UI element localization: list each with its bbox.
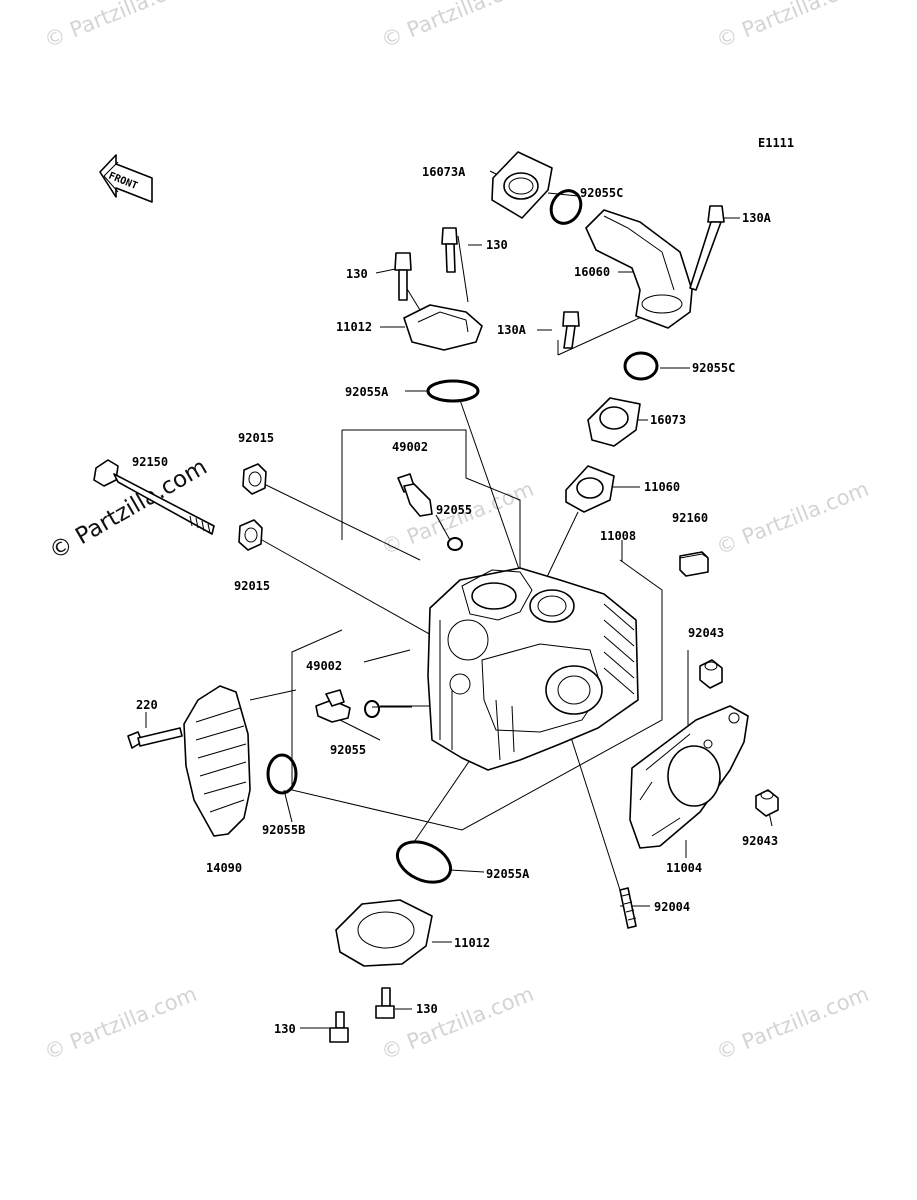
part-label: 220	[136, 698, 158, 712]
part-label: 92055B	[262, 823, 305, 837]
o-ring-92055B	[266, 753, 298, 795]
part-label: 92055A	[345, 385, 389, 399]
cap-11012-top	[403, 304, 483, 351]
part-label: 92043	[742, 834, 778, 848]
part-label: 92015	[234, 579, 270, 593]
stud-92004	[619, 887, 637, 929]
watermark-text: © Partzilla.com	[378, 477, 537, 560]
o-ring-92055A-bottom	[396, 840, 452, 884]
part-label: 11004	[666, 861, 702, 875]
part-label: 92160	[672, 511, 708, 525]
sensor-49002-top	[397, 473, 433, 517]
part-label: 11012	[336, 320, 372, 334]
part-label: 92150	[132, 455, 168, 469]
part-label: 130	[416, 1002, 438, 1016]
part-label: 11060	[644, 480, 680, 494]
stud-92150	[93, 459, 215, 535]
cap-11012-bottom	[335, 899, 433, 967]
nut-92015-top	[242, 463, 267, 495]
bolt-130-bottom-left	[329, 1011, 349, 1043]
sensor-49002-bottom	[315, 689, 351, 723]
o-ring-92055A-top	[426, 379, 480, 403]
dowel-92043-top	[699, 659, 723, 689]
gasket-11004	[629, 705, 749, 849]
cylinder-head-11008	[427, 567, 639, 771]
watermark-text: © Partzilla.com	[378, 982, 537, 1065]
part-label: 16073A	[422, 165, 466, 179]
part-label: 11008	[600, 529, 636, 543]
part-label: 49002	[306, 659, 342, 673]
watermark-text: © Partzilla.com	[713, 477, 872, 560]
leader-lines	[145, 170, 773, 1029]
flange-16073A	[491, 151, 553, 219]
part-label: 11012	[454, 936, 490, 950]
watermark-text: © Partzilla.com	[41, 0, 200, 53]
bolt-130A-top	[689, 205, 725, 291]
assembly-frame-right	[291, 559, 663, 831]
o-ring-92055C-top	[549, 189, 583, 225]
part-label: 16073	[650, 413, 686, 427]
gasket-11060	[565, 465, 615, 513]
part-label: 92055C	[692, 361, 735, 375]
o-ring-92055C-mid	[623, 351, 659, 381]
part-label: 130A	[742, 211, 772, 225]
watermark-text: © Partzilla.com	[378, 0, 537, 53]
o-ring-92055-top	[447, 537, 463, 551]
bolt-130A-mid	[562, 311, 580, 349]
nut-92015-bottom	[238, 519, 263, 551]
part-label: 14090	[206, 861, 242, 875]
part-label: 16060	[574, 265, 610, 279]
part-label: 92055A	[486, 867, 530, 881]
diagram-code: E1111	[758, 136, 794, 150]
part-label: 130	[346, 267, 368, 281]
watermark-text: © Partzilla.com	[41, 982, 200, 1065]
bolt-130-top-right	[441, 227, 458, 273]
front-arrow-icon: FRONT	[99, 154, 153, 203]
bolt-130-bottom-right	[375, 987, 395, 1019]
block-92160	[679, 551, 709, 577]
o-ring-92055-bottom	[364, 700, 380, 718]
watermark-text: © Partzilla.com	[713, 982, 872, 1065]
watermark-text: © Partzilla.com	[713, 0, 872, 53]
watermark-layer: © Partzilla.com © Partzilla.com © Partzi…	[41, 0, 872, 1065]
part-label: 92055	[330, 743, 366, 757]
bolt-220	[127, 727, 183, 749]
part-label: 92004	[654, 900, 690, 914]
part-label: 49002	[392, 440, 428, 454]
part-labels: 16073A 92055C 130A 130 130 16060 11012 1…	[132, 165, 778, 1036]
intake-pipe-16060	[585, 209, 693, 329]
part-label: 130A	[497, 323, 527, 337]
bolt-130-top-left	[394, 252, 412, 301]
part-label: 92055	[436, 503, 472, 517]
cover-14090	[183, 685, 251, 837]
part-label: 92015	[238, 431, 274, 445]
dowel-92043-bottom	[755, 789, 779, 817]
part-label: 92043	[688, 626, 724, 640]
flange-16073	[587, 397, 641, 447]
part-label: 92055C	[580, 186, 623, 200]
watermark-main: © Partzilla.com	[45, 454, 212, 565]
part-label: 130	[486, 238, 508, 252]
part-label: 130	[274, 1022, 296, 1036]
assembly-frame-top	[342, 429, 521, 655]
